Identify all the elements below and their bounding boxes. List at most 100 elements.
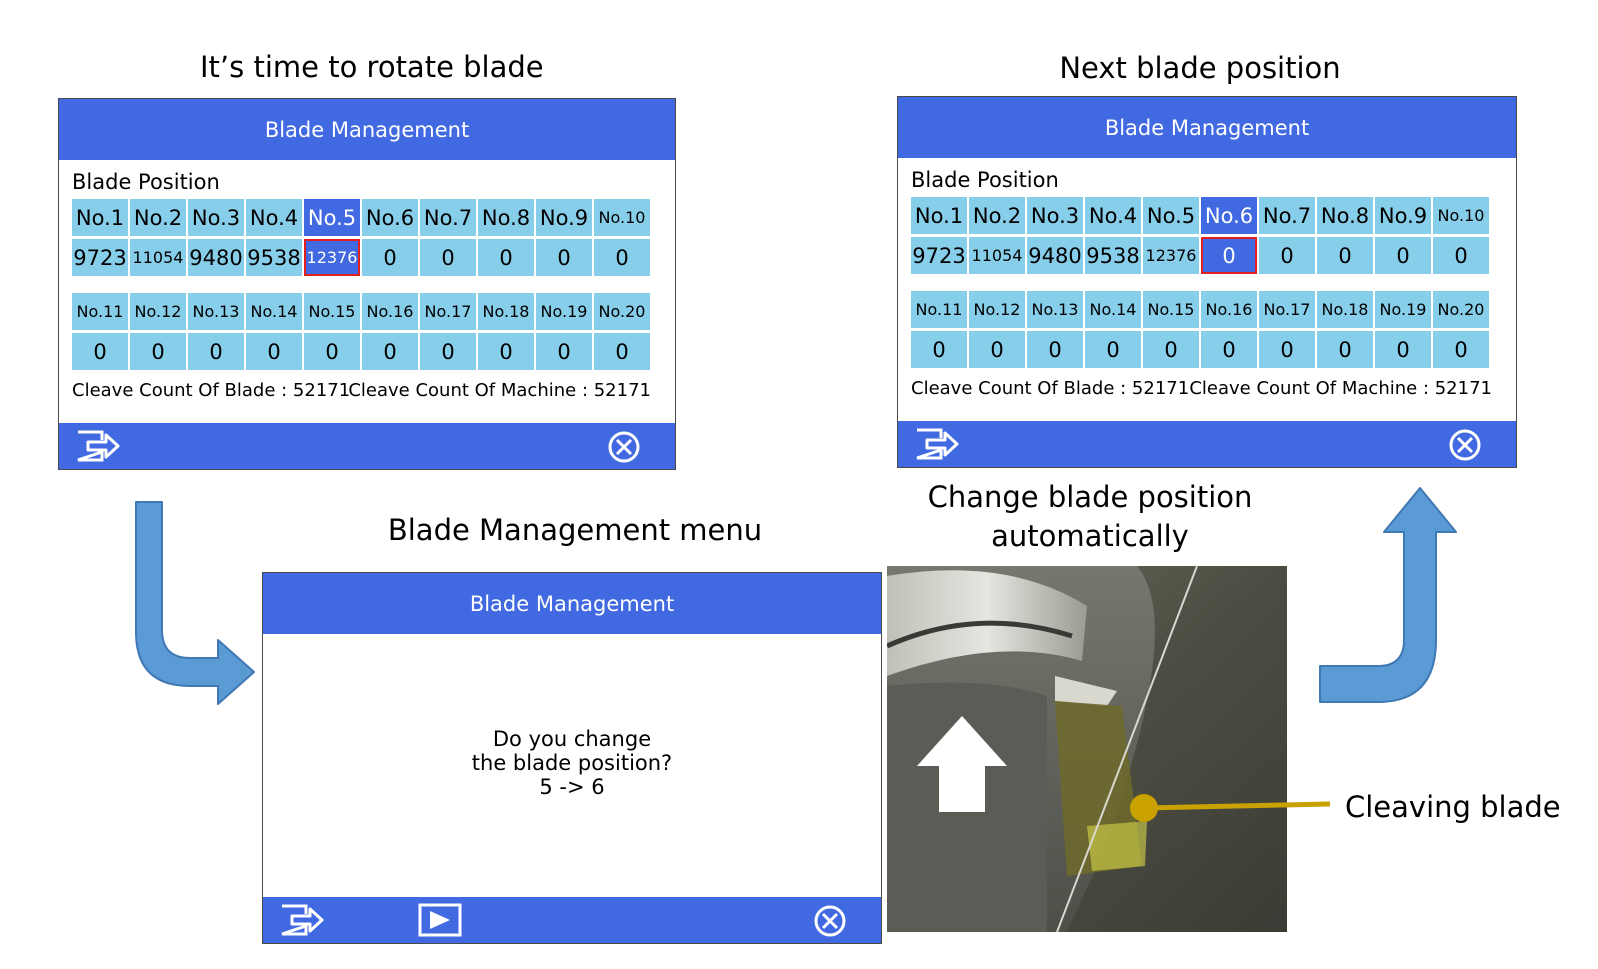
flow-arrow-down-right <box>135 501 255 705</box>
blade-slot-label-1: No.1 <box>72 199 128 236</box>
blade-slot-label-5: No.5 <box>1143 197 1199 234</box>
blade-slot-count-7: 0 <box>1259 237 1315 274</box>
blade-slot-label-6: No.6 <box>362 199 418 236</box>
blade-slot-count-2: 11054 <box>130 239 186 276</box>
blade-slot-count-17: 0 <box>1259 331 1315 368</box>
blade-slot-label-18: No.18 <box>478 293 534 330</box>
blade-slot-count-7: 0 <box>420 239 476 276</box>
blade-slot-label-8: No.8 <box>478 199 534 236</box>
play-icon[interactable] <box>418 903 462 937</box>
close-circle-icon[interactable] <box>1448 428 1482 462</box>
blade-slot-count-4: 9538 <box>1085 237 1141 274</box>
blade-slot-count-9: 0 <box>1375 237 1431 274</box>
blade-slot-count-1: 9723 <box>911 237 967 274</box>
blade-slot-label-1: No.1 <box>911 197 967 234</box>
blade-slot-label-9: No.9 <box>536 199 592 236</box>
blade-slot-label-13: No.13 <box>188 293 244 330</box>
cleave-count-blade: Cleave Count Of Blade : 52171 <box>72 380 351 401</box>
callout-label-cleaving-blade: Cleaving blade <box>1345 790 1561 824</box>
dialog-message-line1: Do you change <box>492 727 652 751</box>
dialog-message-line3: 5 -> 6 <box>539 775 605 799</box>
exit-icon[interactable] <box>75 429 121 463</box>
blade-slot-label-16: No.16 <box>362 293 418 330</box>
blade-slot-label-4: No.4 <box>1085 197 1141 234</box>
blade-slot-label-20: No.20 <box>1433 291 1489 328</box>
blade-slot-label-17: No.17 <box>1259 291 1315 328</box>
cleave-count-machine: Cleave Count Of Machine : 52171 <box>1189 378 1492 399</box>
dialog-message: Do you change the blade position? 5 -> 6 <box>263 727 881 799</box>
blade-slot-label-15: No.15 <box>1143 291 1199 328</box>
cleave-count-machine: Cleave Count Of Machine : 52171 <box>348 380 651 401</box>
blade-slot-count-3: 9480 <box>1027 237 1083 274</box>
blade-slot-label-19: No.19 <box>536 293 592 330</box>
caption-time-to-rotate: It’s time to rotate blade <box>200 50 544 84</box>
blade-slot-label-7: No.7 <box>420 199 476 236</box>
blade-slot-label-16: No.16 <box>1201 291 1257 328</box>
blade-slot-count-9: 0 <box>536 239 592 276</box>
blade-slot-count-6: 0 <box>362 239 418 276</box>
blade-slot-count-11: 0 <box>72 333 128 370</box>
flow-arrow-up-right <box>1319 487 1457 703</box>
caption-auto-line1: Change blade position <box>927 480 1253 514</box>
blade-slot-count-14: 0 <box>246 333 302 370</box>
blade-slot-label-6: No.6 <box>1201 197 1257 234</box>
blade-slot-label-17: No.17 <box>420 293 476 330</box>
blade-slot-label-12: No.12 <box>130 293 186 330</box>
screen-title: Blade Management <box>59 99 675 160</box>
blade-position-label: Blade Position <box>72 170 220 194</box>
blade-slot-label-20: No.20 <box>594 293 650 330</box>
dialog-message-line2: the blade position? <box>471 751 673 775</box>
blade-slot-label-15: No.15 <box>304 293 360 330</box>
screen-footer <box>898 421 1516 467</box>
blade-slot-count-16: 0 <box>1201 331 1257 368</box>
blade-slot-label-11: No.11 <box>72 293 128 330</box>
screen-footer <box>59 423 675 469</box>
blade-slot-count-8: 0 <box>1317 237 1373 274</box>
blade-slot-count-10: 0 <box>1433 237 1489 274</box>
blade-slot-label-4: No.4 <box>246 199 302 236</box>
blade-slot-count-13: 0 <box>188 333 244 370</box>
blade-slot-count-18: 0 <box>478 333 534 370</box>
callout-line <box>1130 794 1331 822</box>
blade-slot-count-16: 0 <box>362 333 418 370</box>
blade-slot-count-17: 0 <box>420 333 476 370</box>
arrow-up-icon <box>917 716 1007 812</box>
screen-blade-menu: Blade Management Do you change the blade… <box>262 572 882 944</box>
blade-slot-count-3: 9480 <box>188 239 244 276</box>
blade-slot-label-5: No.5 <box>304 199 360 236</box>
blade-slot-count-8: 0 <box>478 239 534 276</box>
blade-slot-count-10: 0 <box>594 239 650 276</box>
blade-slot-count-4: 9538 <box>246 239 302 276</box>
caption-auto-line2: automatically <box>991 519 1189 553</box>
screen-title: Blade Management <box>898 97 1516 158</box>
blade-slot-count-19: 0 <box>1375 331 1431 368</box>
exit-icon[interactable] <box>279 903 325 937</box>
blade-slot-count-15: 0 <box>304 333 360 370</box>
blade-slot-label-10: No.10 <box>1433 197 1489 234</box>
blade-slot-count-12: 0 <box>130 333 186 370</box>
exit-icon[interactable] <box>914 427 960 461</box>
blade-slot-label-3: No.3 <box>1027 197 1083 234</box>
blade-slot-label-19: No.19 <box>1375 291 1431 328</box>
blade-slot-label-11: No.11 <box>911 291 967 328</box>
blade-slot-label-14: No.14 <box>246 293 302 330</box>
screen-title: Blade Management <box>263 573 881 634</box>
blade-slot-label-18: No.18 <box>1317 291 1373 328</box>
close-circle-icon[interactable] <box>607 430 641 464</box>
blade-position-label: Blade Position <box>911 168 1059 192</box>
blade-slot-label-2: No.2 <box>969 197 1025 234</box>
blade-slot-count-15: 0 <box>1143 331 1199 368</box>
blade-slot-count-12: 0 <box>969 331 1025 368</box>
blade-slot-label-14: No.14 <box>1085 291 1141 328</box>
cleaver-photo <box>887 566 1287 932</box>
blade-slot-count-6: 0 <box>1201 237 1257 274</box>
blade-slot-count-5: 12376 <box>304 239 360 276</box>
close-circle-icon[interactable] <box>813 904 847 938</box>
